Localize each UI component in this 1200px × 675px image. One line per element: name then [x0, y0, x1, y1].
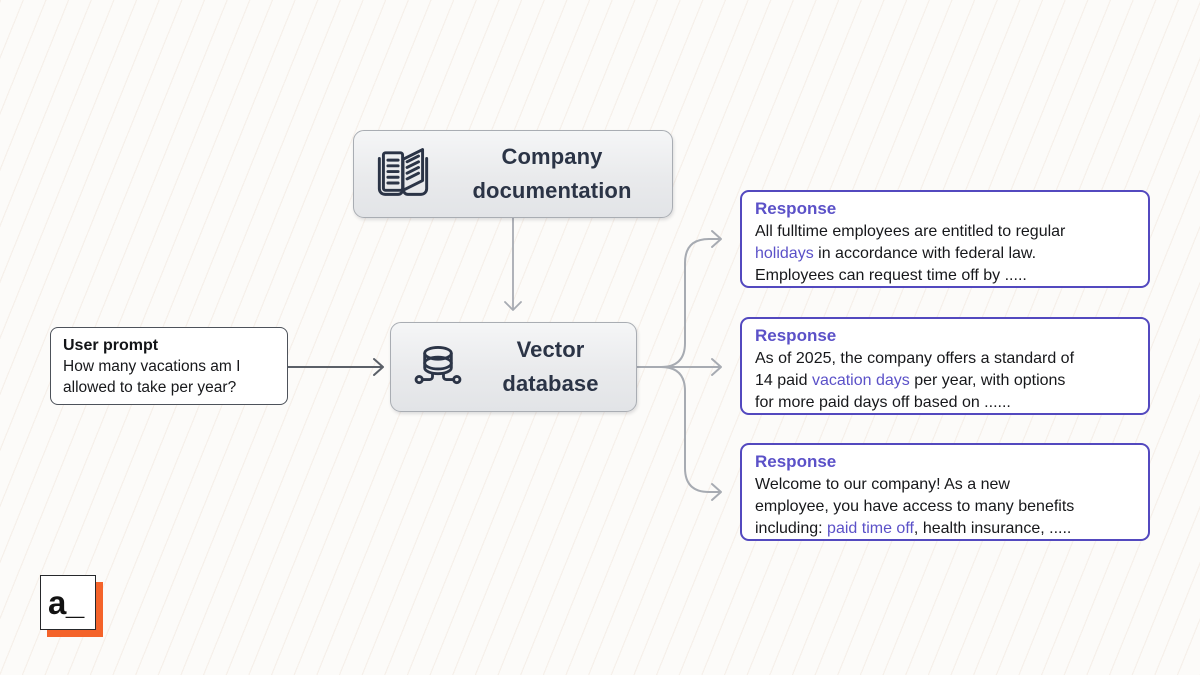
vector-database-label: Vector database	[502, 336, 599, 396]
user-prompt-title: User prompt	[63, 337, 159, 354]
response-card-1: Response All fulltime employees are enti…	[740, 190, 1150, 288]
database-network-icon	[414, 345, 462, 385]
brand-logo: a_	[40, 575, 104, 639]
user-prompt-box: User prompt How many vacations am I allo…	[50, 327, 288, 405]
response-title: Response	[755, 452, 837, 471]
response-text: All fulltime employees are entitled to r…	[755, 223, 1066, 284]
arrow-doc-to-db	[504, 217, 522, 311]
user-prompt-text: How many vacations am I allowed to take …	[63, 358, 241, 396]
response-card-2: Response As of 2025, the company offers …	[740, 317, 1150, 415]
logo-mark: a_	[40, 575, 96, 630]
company-documentation-label: Company documentation	[472, 143, 632, 203]
vector-database-node: Vector database	[390, 322, 637, 412]
response-text: Welcome to our company! As a new employe…	[755, 476, 1075, 537]
response-card-3: Response Welcome to our company! As a ne…	[740, 443, 1150, 541]
response-title: Response	[755, 326, 837, 345]
open-book-icon	[377, 148, 429, 196]
company-documentation-node: Company documentation	[353, 130, 673, 218]
response-title: Response	[755, 199, 837, 218]
response-text: As of 2025, the company offers a standar…	[755, 350, 1075, 411]
arrows-db-to-responses	[636, 230, 722, 501]
arrow-prompt-to-db	[287, 358, 384, 376]
